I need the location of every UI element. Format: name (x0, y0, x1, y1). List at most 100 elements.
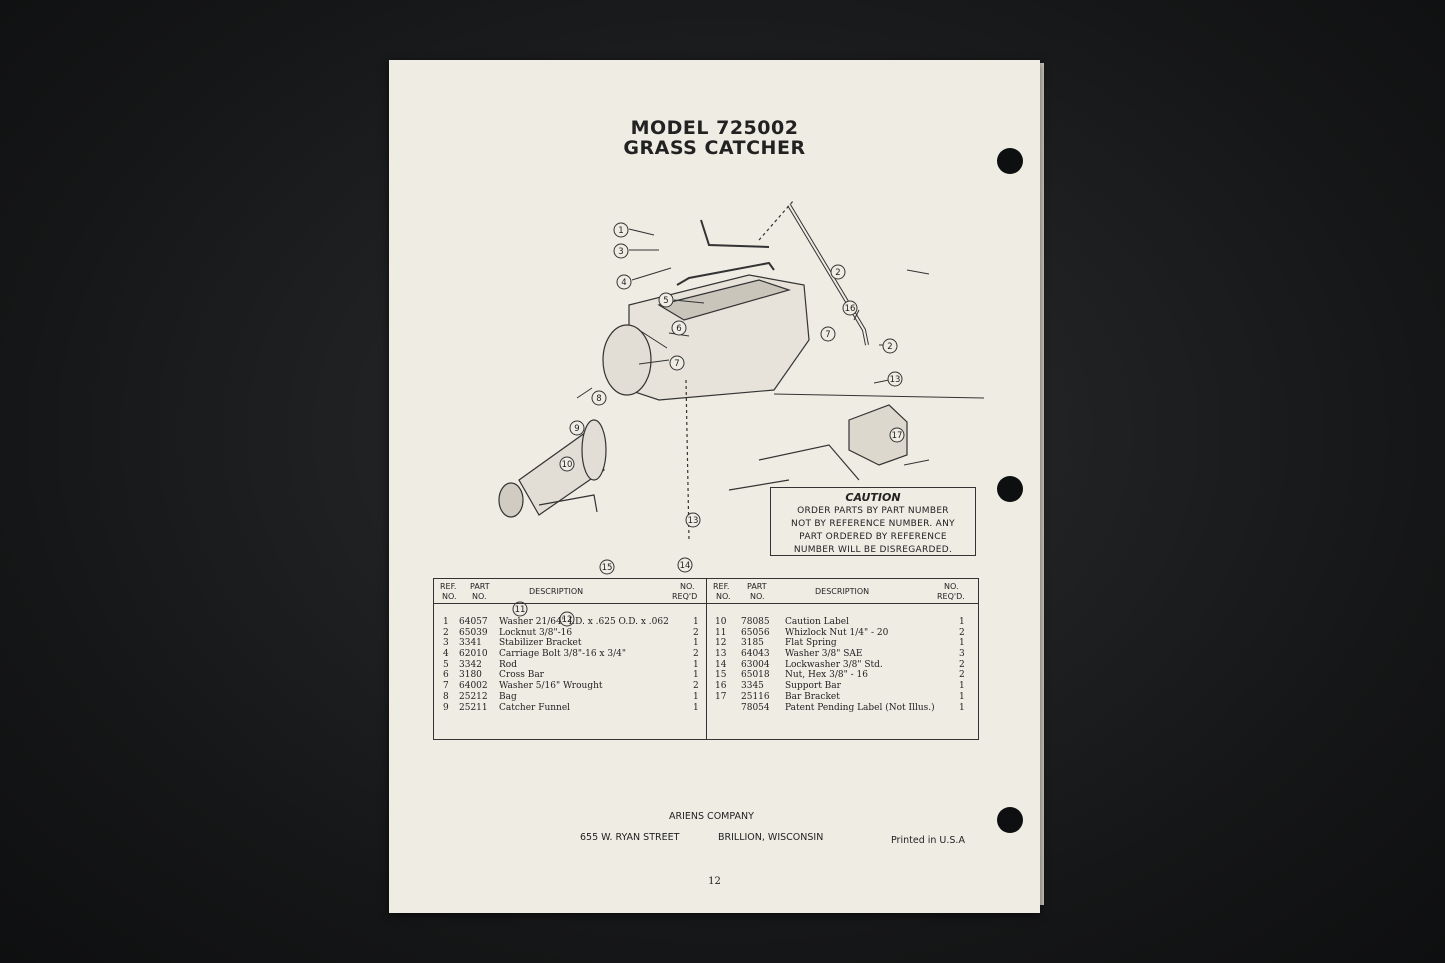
header-reqd: REQ'D (672, 592, 698, 601)
callout-label: 12 (562, 615, 573, 625)
header-req: NO. (680, 582, 695, 591)
model-title: MODEL 725002 (630, 117, 799, 139)
callout-label: 7 (674, 359, 679, 369)
qty-required: 2 (959, 659, 965, 670)
callout-label: 13 (890, 375, 901, 385)
qty-required: 1 (693, 617, 699, 627)
part-ref-no: 4 (443, 649, 449, 660)
caution-line: PART ORDERED BY REFERENCE (799, 532, 947, 542)
part-ref-no: 5 (443, 659, 449, 670)
part-description: Lockwasher 3/8" Std. (785, 659, 883, 670)
callout-label: 2 (835, 268, 840, 278)
parts-catalog-page: MODEL 725002 GRASS CATCHER (389, 60, 1040, 913)
part-description: Nut, Hex 3/8" - 16 (785, 670, 868, 681)
part-ref-no: 2 (443, 627, 449, 638)
qty-required: 2 (959, 627, 965, 638)
part-number: 65018 (741, 670, 770, 681)
part-ref-no: 1 (443, 617, 449, 627)
part-description: Catcher Funnel (499, 702, 571, 713)
callout-label: 15 (602, 563, 613, 573)
part-description: Whizlock Nut 1/4" - 20 (785, 627, 889, 638)
part-description: Bag (499, 691, 517, 702)
callout-label: 1 (618, 226, 623, 236)
part-ref-no: 12 (715, 638, 727, 649)
company-name: ARIENS COMPANY (669, 811, 754, 822)
part-ref-no: 10 (715, 617, 727, 627)
header-ref-no: NO. (716, 592, 731, 601)
part-ref-no: 9 (443, 702, 449, 713)
part-ref-no: 6 (443, 670, 449, 681)
callout-label: 17 (892, 431, 903, 441)
qty-required: 1 (959, 681, 965, 692)
caution-heading: CAUTION (845, 491, 901, 504)
qty-required: 1 (959, 691, 965, 702)
part-ref-no: 8 (443, 691, 449, 702)
callout-label: 7 (825, 330, 830, 340)
qty-required: 3 (959, 649, 965, 660)
parts-column-right: REF. NO. PART NO. DESCRIPTION NO. REQ'D.… (707, 579, 978, 739)
part-number: 3345 (741, 681, 764, 692)
qty-required: 1 (959, 702, 965, 713)
part-number: 3342 (459, 659, 482, 670)
header-part: PART (470, 582, 490, 591)
header-description: DESCRIPTION (815, 587, 870, 596)
binder-hole (997, 807, 1023, 833)
callout-label: 13 (688, 516, 699, 526)
header-ref: REF. (440, 582, 457, 591)
part-description: Patent Pending Label (Not Illus.) (785, 702, 935, 713)
table-row: 10 78085 Caution Label 1 (707, 617, 978, 628)
part-description: Washer 5/16" Wrought (499, 681, 603, 692)
part-number: 64002 (459, 681, 488, 692)
part-description: Flat Spring (785, 638, 837, 649)
qty-required: 2 (693, 649, 699, 660)
part-ref-no: 14 (715, 659, 727, 670)
qty-required: 1 (959, 638, 965, 649)
part-ref-no: 3 (443, 638, 449, 649)
callout-label: 16 (845, 304, 856, 314)
callout-label: 4 (621, 278, 626, 288)
qty-required: 1 (693, 702, 699, 713)
callout-label: 6 (676, 324, 681, 334)
qty-required: 1 (693, 670, 699, 681)
part-description: Washer 3/8" SAE (785, 649, 863, 660)
product-title: GRASS CATCHER (623, 137, 806, 159)
part-number: 3341 (459, 638, 482, 649)
part-description: Support Bar (785, 681, 841, 692)
caution-box: CAUTION ORDER PARTS BY PART NUMBER NOT B… (770, 487, 976, 556)
printed-in: Printed in U.S.A (891, 835, 965, 846)
part-number: 25211 (459, 702, 488, 713)
part-number: 25116 (741, 691, 770, 702)
qty-required: 1 (693, 638, 699, 649)
callout-label: 10 (562, 460, 573, 470)
part-number: 25212 (459, 691, 488, 702)
table-header: REF. NO. PART NO. DESCRIPTION NO. REQ'D. (707, 579, 978, 604)
part-description: Caution Label (785, 617, 849, 627)
binder-hole (997, 148, 1023, 174)
exploded-parts-diagram: 1 3 4 5 6 7 7 8 9 10 2 16 2 13 17 4 13 1… (498, 199, 985, 627)
header-description: DESCRIPTION (529, 587, 584, 596)
header-part-no: NO. (472, 592, 487, 601)
part-ref-no: 17 (715, 691, 727, 702)
qty-required: 1 (693, 659, 699, 670)
part-number: 65056 (741, 627, 770, 638)
part-description: Carriage Bolt 3/8"-16 x 3/4" (499, 649, 626, 660)
part-number: 78085 (741, 617, 770, 627)
callout-label: 3 (618, 247, 623, 257)
qty-required: 1 (959, 617, 965, 627)
callout-label: 8 (596, 394, 601, 404)
qty-required: 2 (693, 681, 699, 692)
